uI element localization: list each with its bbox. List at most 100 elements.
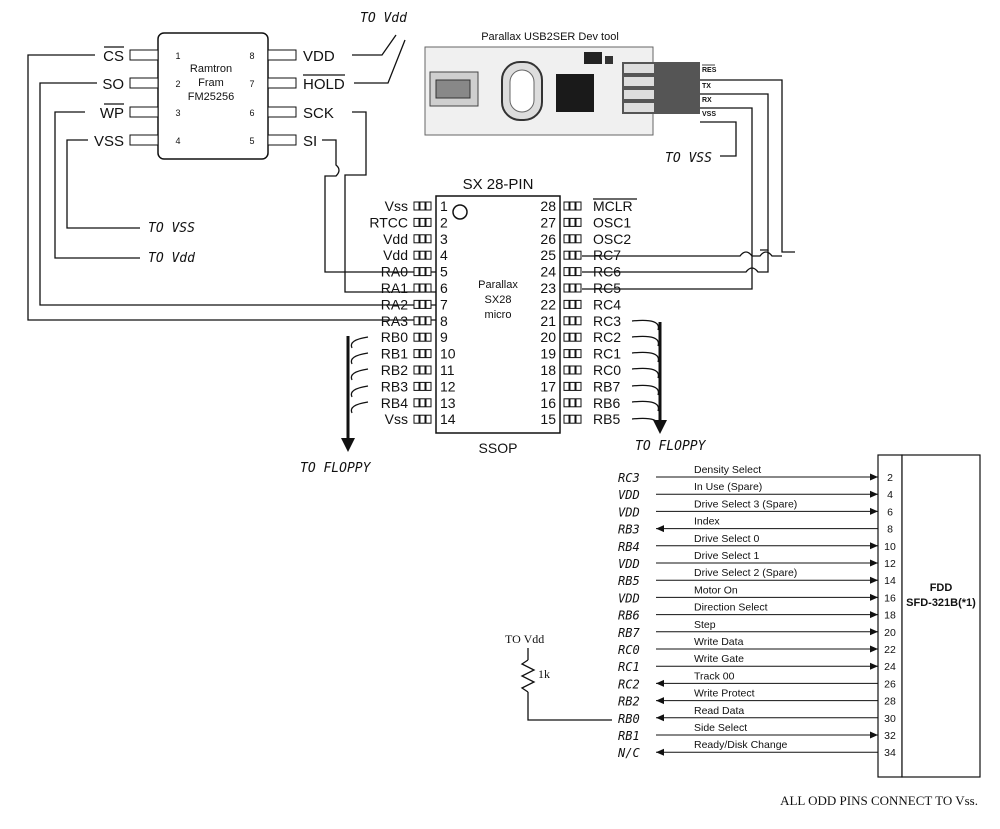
fram-pin-name: SI [303,133,317,150]
sx-pin-lead [563,234,570,244]
usb-pin-vss: VSS [702,111,716,118]
fram-pin-lead [267,49,297,61]
sx-pin-name: RA0 [381,264,408,280]
sx-pin-name: RB1 [381,346,408,362]
sx-pin-lead [563,381,570,391]
fdd-title-1: FDD [930,582,953,594]
sx-pin-lead [425,349,432,359]
sx-pin-lead [563,365,570,375]
sx-pin-name: RA1 [381,280,408,296]
sx-pin-number: 15 [540,411,556,427]
fram-pin-name: SCK [303,105,334,122]
sx-pin-number: 16 [540,395,556,411]
sx-pin-number: 19 [540,346,556,362]
sx-pin-lead [425,381,432,391]
sx-pin-lead [425,234,432,244]
sx-pin-lead [575,381,582,391]
sx-pin-lead [563,201,570,211]
fdd-pin-strip [877,454,903,778]
fram-pin-name: WP [100,105,124,122]
sx-pin-lead [425,398,432,408]
sx-pin-lead [425,283,432,293]
sx-pin-number: 9 [440,329,448,345]
pullup-label: TO Vdd [505,632,544,646]
sx-pin-lead [575,414,582,424]
fdd-row-source: RC1 [618,660,640,674]
fdd-row-source: RB3 [618,523,640,537]
fram-body [157,32,269,160]
sx-pin-name: MCLR [593,198,633,214]
sx-pin-name: RC3 [593,313,621,329]
fram-pin-name: CS [103,48,124,65]
sx-pin-lead [575,250,582,260]
sx-name-line-3: micro [485,309,512,321]
sx-pin-number: 6 [440,280,448,296]
fdd-signal-label: Write Data [694,636,744,648]
sx-pin-number: 18 [540,362,556,378]
sx-pin-name: Vdd [383,231,408,247]
sx-pin-lead [563,217,570,227]
fdd-row-source: VDD [618,557,640,571]
sx-pin-name: RB5 [593,411,620,427]
sx-pin-lead [413,398,420,408]
sx-pin-lead [419,234,426,244]
pin1-marker-icon [452,204,468,220]
sx-pin-lead [425,414,432,424]
fram-to-vdd-top: TO Vdd [360,11,407,26]
sx-pin-number: 21 [540,313,556,329]
usb-pin-tx: TX [702,83,711,90]
sx-pin-lead [575,398,582,408]
fdd-pin-number: 20 [884,627,896,639]
sx-pin-lead [563,250,570,260]
usb-wiring: TO VSS [582,79,795,290]
sx-pin-lead [563,283,570,293]
fdd-signal-label: Motor On [694,584,738,596]
fdd-pin-number: 24 [884,661,896,673]
sx-name-line-1: Parallax [478,279,518,291]
fdd-row-source: RB0 [618,712,640,726]
fdd-signal-label: Step [694,619,716,631]
sx-pin-name: RA3 [381,313,408,329]
sx-pin-lead [575,283,582,293]
fdd-pin-number: 8 [887,524,893,536]
sx-pin-number: 17 [540,378,556,394]
usb-header [622,62,700,114]
sx-pin-number: 20 [540,329,556,345]
fdd-row-source: RB5 [618,574,640,588]
fram-to-vdd: TO Vdd [148,251,195,266]
sx-pin-lead [413,283,420,293]
arrow-left-icon [656,714,664,722]
sx-pin-number: 5 [440,264,448,280]
sx-name-line-2: SX28 [485,294,512,306]
arrow-down-icon [653,420,667,434]
sx-pin-lead [419,365,426,375]
sx-pin-lead [425,316,432,326]
sx-pin-lead [569,250,576,260]
sx-pin-lead [413,332,420,342]
resistor-icon [520,659,536,693]
sx-pin-name: Vdd [383,247,408,263]
to-floppy-left: TO FLOPPY [300,461,372,476]
sx-pin-lead [413,414,420,424]
fram-name-line-1: Ramtron [190,63,232,75]
fdd-signal-label: Drive Select 1 [694,550,760,562]
to-floppy-right: TO FLOPPY [635,439,707,454]
fram-pin-name: VDD [303,48,335,65]
sx-pin-lead [575,349,582,359]
fdd-pin-number: 32 [884,730,896,742]
sx-pin-lead [419,250,426,260]
sx-pin-lead [425,250,432,260]
sx-pin-number: 1 [440,198,448,214]
fdd-signal-label: Drive Select 0 [694,533,760,545]
sx-pin-lead [419,398,426,408]
sx-pin-name: Vss [385,198,408,214]
fdd-title-2: SFD-321B(*1) [906,597,976,609]
arrow-left-icon [656,697,664,705]
sx28-chip: SX 28-PIN Parallax SX28 micro SSOP 1Vss2… [369,176,637,456]
sx-pin-lead [569,332,576,342]
